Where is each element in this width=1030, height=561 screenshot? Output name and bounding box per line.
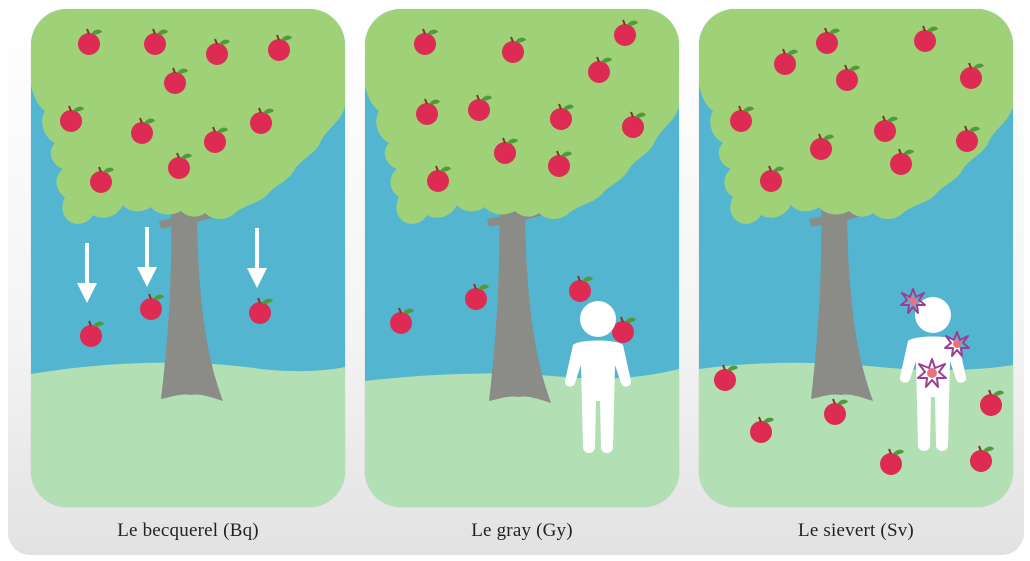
apple-icon bbox=[140, 293, 164, 320]
apple-icon bbox=[250, 107, 274, 134]
sievert-illustration bbox=[699, 9, 1013, 507]
apple-icon bbox=[880, 448, 904, 475]
down-arrow-icon bbox=[247, 228, 267, 288]
panel-becquerel bbox=[31, 9, 345, 507]
apple-icon bbox=[550, 103, 574, 130]
apple-icon bbox=[548, 150, 572, 177]
apple-icon bbox=[416, 98, 440, 125]
person-body bbox=[564, 340, 632, 453]
apple-icon bbox=[970, 445, 994, 472]
apple-icon bbox=[730, 105, 754, 132]
apple-icon bbox=[90, 166, 114, 193]
becquerel-illustration bbox=[31, 9, 345, 507]
apple-icon bbox=[824, 398, 848, 425]
apple-icon bbox=[131, 117, 155, 144]
apple-icon bbox=[414, 28, 438, 55]
apple-icon bbox=[960, 62, 984, 89]
apple-icon bbox=[816, 27, 840, 54]
apple-icon bbox=[810, 133, 834, 160]
apple-icon bbox=[588, 56, 612, 83]
apple-icon bbox=[204, 126, 228, 153]
apple-icon bbox=[494, 137, 518, 164]
apple-icon bbox=[144, 28, 168, 55]
apple-icon bbox=[168, 152, 192, 179]
caption-sievert: Le sievert (Sv) bbox=[798, 520, 914, 541]
caption-becquerel: Le becquerel (Bq) bbox=[117, 520, 259, 541]
apple-icon bbox=[80, 320, 104, 347]
apple-icon bbox=[390, 307, 414, 334]
apple-icon bbox=[622, 111, 646, 138]
person-body bbox=[899, 336, 967, 451]
falling-apples bbox=[390, 275, 636, 343]
grass bbox=[31, 362, 345, 507]
apple-icon bbox=[569, 275, 593, 302]
figure-frame: Le becquerel (Bq) Le gray (Gy) Le siever… bbox=[8, 4, 1024, 555]
panel-gray bbox=[365, 9, 679, 507]
apple-icon bbox=[502, 36, 526, 63]
apple-icon bbox=[612, 316, 636, 343]
apple-icon bbox=[468, 94, 492, 121]
radiation-burst-icon bbox=[900, 288, 926, 314]
tree-trunk bbox=[811, 195, 873, 401]
apple-icon bbox=[714, 364, 738, 391]
radiation-burst-icon bbox=[917, 358, 947, 388]
apple-icon bbox=[774, 48, 798, 75]
apple-icon bbox=[980, 389, 1004, 416]
apple-icon bbox=[750, 416, 774, 443]
apples-on-tree bbox=[60, 28, 292, 193]
grass bbox=[699, 362, 1013, 507]
down-arrow-icon bbox=[77, 243, 97, 303]
person-icon bbox=[564, 301, 632, 453]
apple-icon bbox=[206, 38, 230, 65]
apple-icon bbox=[268, 34, 292, 61]
apple-icon bbox=[427, 165, 451, 192]
apple-icon bbox=[874, 115, 898, 142]
apples-on-tree bbox=[730, 25, 984, 192]
radiation-burst-icon bbox=[944, 331, 970, 357]
caption-gray: Le gray (Gy) bbox=[471, 520, 573, 541]
apple-icon bbox=[164, 67, 188, 94]
person-head bbox=[580, 301, 616, 337]
apple-icon bbox=[956, 125, 980, 152]
tree-trunk bbox=[161, 199, 223, 401]
gray-illustration bbox=[365, 9, 679, 507]
apple-icon bbox=[836, 64, 860, 91]
apple-icon bbox=[60, 105, 84, 132]
apple-icon bbox=[760, 165, 784, 192]
tree-trunk bbox=[489, 195, 551, 403]
falling-apples bbox=[77, 227, 273, 347]
apple-icon bbox=[890, 148, 914, 175]
apples-on-tree bbox=[414, 19, 646, 192]
apple-icon bbox=[914, 25, 938, 52]
down-arrow-icon bbox=[137, 227, 157, 287]
radiation-bursts bbox=[900, 288, 970, 388]
apple-icon bbox=[249, 297, 273, 324]
apple-icon bbox=[465, 283, 489, 310]
apple-icon bbox=[614, 19, 638, 46]
fallen-apples bbox=[714, 364, 1004, 475]
panel-sievert bbox=[699, 9, 1013, 507]
apple-icon bbox=[78, 28, 102, 55]
